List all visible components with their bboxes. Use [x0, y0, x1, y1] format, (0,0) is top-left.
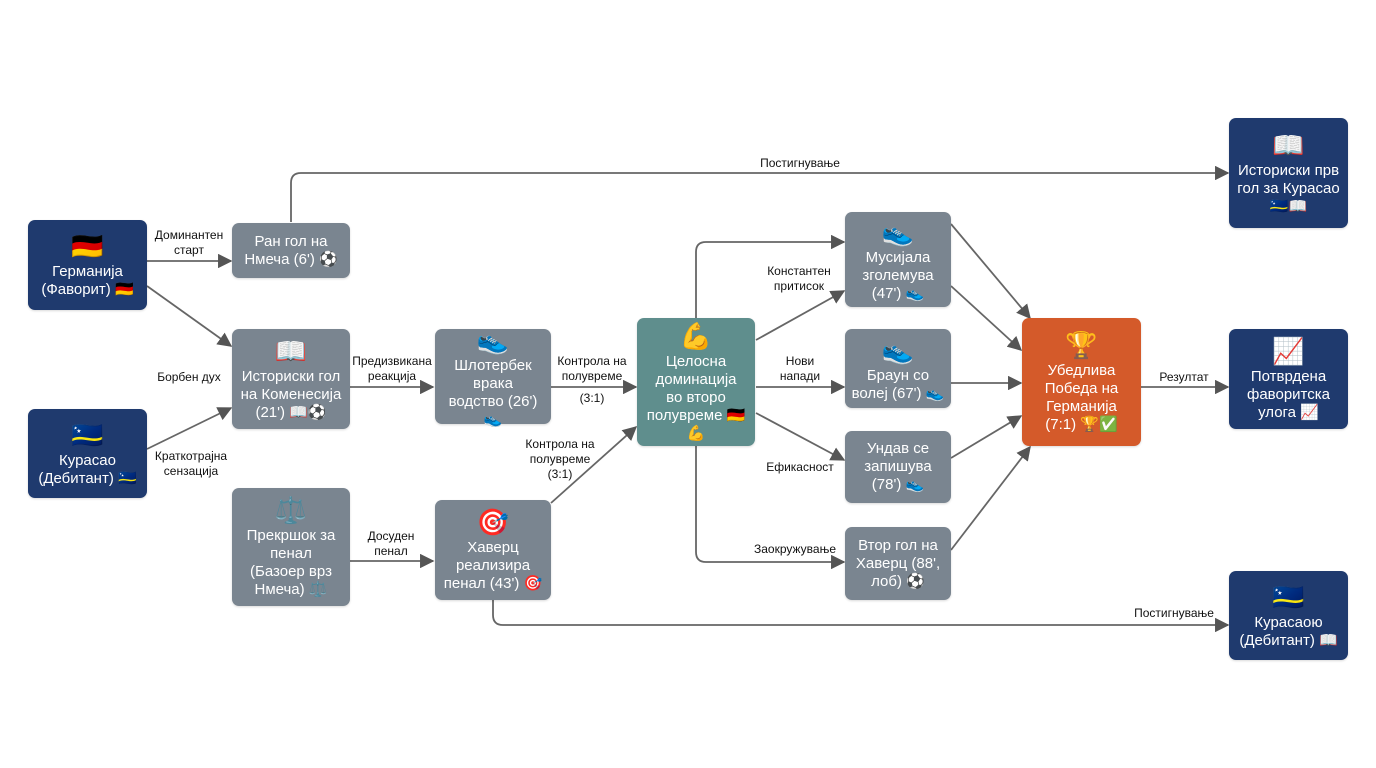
edge-label-score-halftime-1: (3:1)	[579, 391, 605, 405]
edge-label-constant-pressure: Константен притисок	[767, 264, 831, 293]
node-historic-goal[interactable]: 📖 Историски гол на Коменесија (21') 📖⚽	[232, 329, 350, 429]
node-victory-label: Убедлива Победа на Германија (7:1) 🏆✅	[1044, 362, 1119, 433]
node-havertz-second[interactable]: Втор гол на Хаверц (88', лоб) ⚽	[845, 527, 951, 600]
node-confirmed-label: Потврдена фаворитска улога 📈	[1247, 368, 1330, 421]
edge-domination-musiala	[755, 290, 846, 341]
node-domination[interactable]: 💪 Целосна доминација во второ полувреме …	[637, 318, 755, 446]
node-schlotterbeck-label: Шлотербек врака водство (26') 👟	[448, 356, 538, 428]
node-penalty-foul[interactable]: ⚖️ Прекршок за пенал (Базоер врз Нмеча) …	[232, 488, 350, 606]
book-icon: 📖	[1272, 130, 1305, 160]
edge-musiala-victory-2	[950, 285, 1023, 351]
edge-label-fighting-spirit: Борбен дух	[157, 370, 221, 384]
edge-label-rounding-off: Заокружување	[753, 542, 837, 556]
edge-musiala-victory-1	[950, 223, 1031, 320]
boot-icon: 👟	[476, 324, 510, 355]
edge-curacao-historic-goal	[146, 407, 233, 450]
node-confirmed[interactable]: 📈 Потврдена фаворитска улога 📈	[1229, 329, 1348, 429]
node-penalty-foul-label: Прекршок за пенал (Базоер врз Нмеча) ⚖️	[246, 527, 336, 598]
node-brown-label: Браун со волеј (67') 👟	[851, 366, 945, 402]
edge-label-efficiency: Ефикасност	[766, 460, 834, 474]
node-historic-goal-label: Историски гол на Коменесија (21') 📖⚽	[240, 368, 342, 421]
boot-icon: 👟	[881, 216, 915, 247]
node-curacao-debut[interactable]: 🇨🇼 Курасаою (Дебитант) 📖	[1229, 571, 1348, 660]
node-schlotterbeck[interactable]: 👟 Шлотербек врака водство (26') 👟	[435, 325, 551, 428]
target-icon: 🎯	[476, 507, 510, 537]
edge-havertz-curacao-debut	[492, 600, 1230, 633]
node-germany-label: Германија (Фаворит) 🇩🇪	[41, 263, 134, 298]
edge-early-goal-historic-first	[290, 165, 1230, 222]
boot-icon: 👟	[881, 334, 915, 365]
node-historic-first[interactable]: 📖 Историски прв гол за Курасао 🇨🇼📖	[1229, 118, 1348, 228]
scales-icon: ⚖️	[274, 495, 308, 525]
node-curacao-label: Курасао (Дебитант) 🇨🇼	[38, 451, 137, 487]
edge-label-control-halftime-1: Контрола на полувреме	[557, 354, 627, 383]
node-undav[interactable]: Ундав се запишува (78') 👟	[845, 431, 951, 503]
trophy-icon: 🏆	[1065, 330, 1098, 360]
node-early-goal[interactable]: Ран гол на Нмеча (6') ⚽	[232, 223, 350, 278]
edge-label-awarded-penalty: Досуден пенал	[367, 529, 415, 558]
node-musiala[interactable]: 👟 Мусијала зголемува (47') 👟	[845, 212, 951, 307]
node-curacao-debut-label: Курасаою (Дебитант) 📖	[1239, 613, 1338, 649]
node-havertz-second-label: Втор гол на Хаверц (88', лоб) ⚽	[855, 536, 941, 590]
chart-up-icon: 📈	[1272, 336, 1305, 366]
node-domination-label: Целосна доминација во второ полувреме 🇩🇪…	[646, 353, 746, 442]
edge-label-new-attacks: Нови напади	[779, 354, 821, 383]
node-undav-label: Ундав се запишува (78') 👟	[864, 440, 932, 493]
flexed-arm-icon: 💪	[679, 321, 713, 351]
edge-label-achievement-bottom: Постигнување	[1134, 606, 1214, 620]
book-icon: 📖	[274, 336, 308, 366]
edge-domination-havertz-second	[695, 446, 846, 570]
curacao-flag-icon: 🇨🇼	[1272, 581, 1305, 612]
edge-domination-undav	[755, 412, 846, 461]
edge-label-provoked-reaction: Предизвикана реакција	[352, 354, 432, 383]
edge-germany-historic-goal	[146, 285, 233, 347]
node-brown[interactable]: 👟 Браун со волеј (67') 👟	[845, 329, 951, 408]
node-curacao[interactable]: 🇨🇼 Курасао (Дебитант) 🇨🇼	[28, 409, 147, 498]
node-early-goal-label: Ран гол на Нмеча (6') ⚽	[244, 232, 338, 268]
node-havertz-penalty[interactable]: 🎯 Хаверц реализира пенал (43') 🎯	[435, 500, 551, 600]
edge-havertz-domination	[550, 426, 638, 504]
curacao-flag-icon: 🇨🇼	[71, 419, 104, 450]
node-havertz-penalty-label: Хаверц реализира пенал (43') 🎯	[443, 539, 543, 592]
edge-label-dominant-start: Доминантен старт	[154, 228, 224, 257]
node-musiala-label: Мусијала зголемува (47') 👟	[862, 248, 934, 302]
edge-havertz-second-victory	[950, 445, 1031, 551]
edge-label-achievement-top: Постигнување	[760, 156, 840, 170]
edge-label-result: Резултат	[1159, 370, 1209, 384]
edge-undav-victory	[950, 415, 1023, 459]
edge-domination-musiala-top	[695, 234, 846, 318]
node-victory[interactable]: 🏆 Убедлива Победа на Германија (7:1) 🏆✅	[1022, 318, 1141, 446]
edge-label-control-halftime-2: Контрола на полувреме (3:1)	[525, 437, 595, 481]
node-historic-first-label: Историски прв гол за Курасао 🇨🇼📖	[1237, 162, 1340, 215]
germany-flag-icon: 🇩🇪	[71, 231, 104, 261]
node-germany[interactable]: 🇩🇪 Германија (Фаворит) 🇩🇪	[28, 220, 147, 310]
edge-label-short-sensation: Краткотрајна сензација	[154, 449, 228, 478]
